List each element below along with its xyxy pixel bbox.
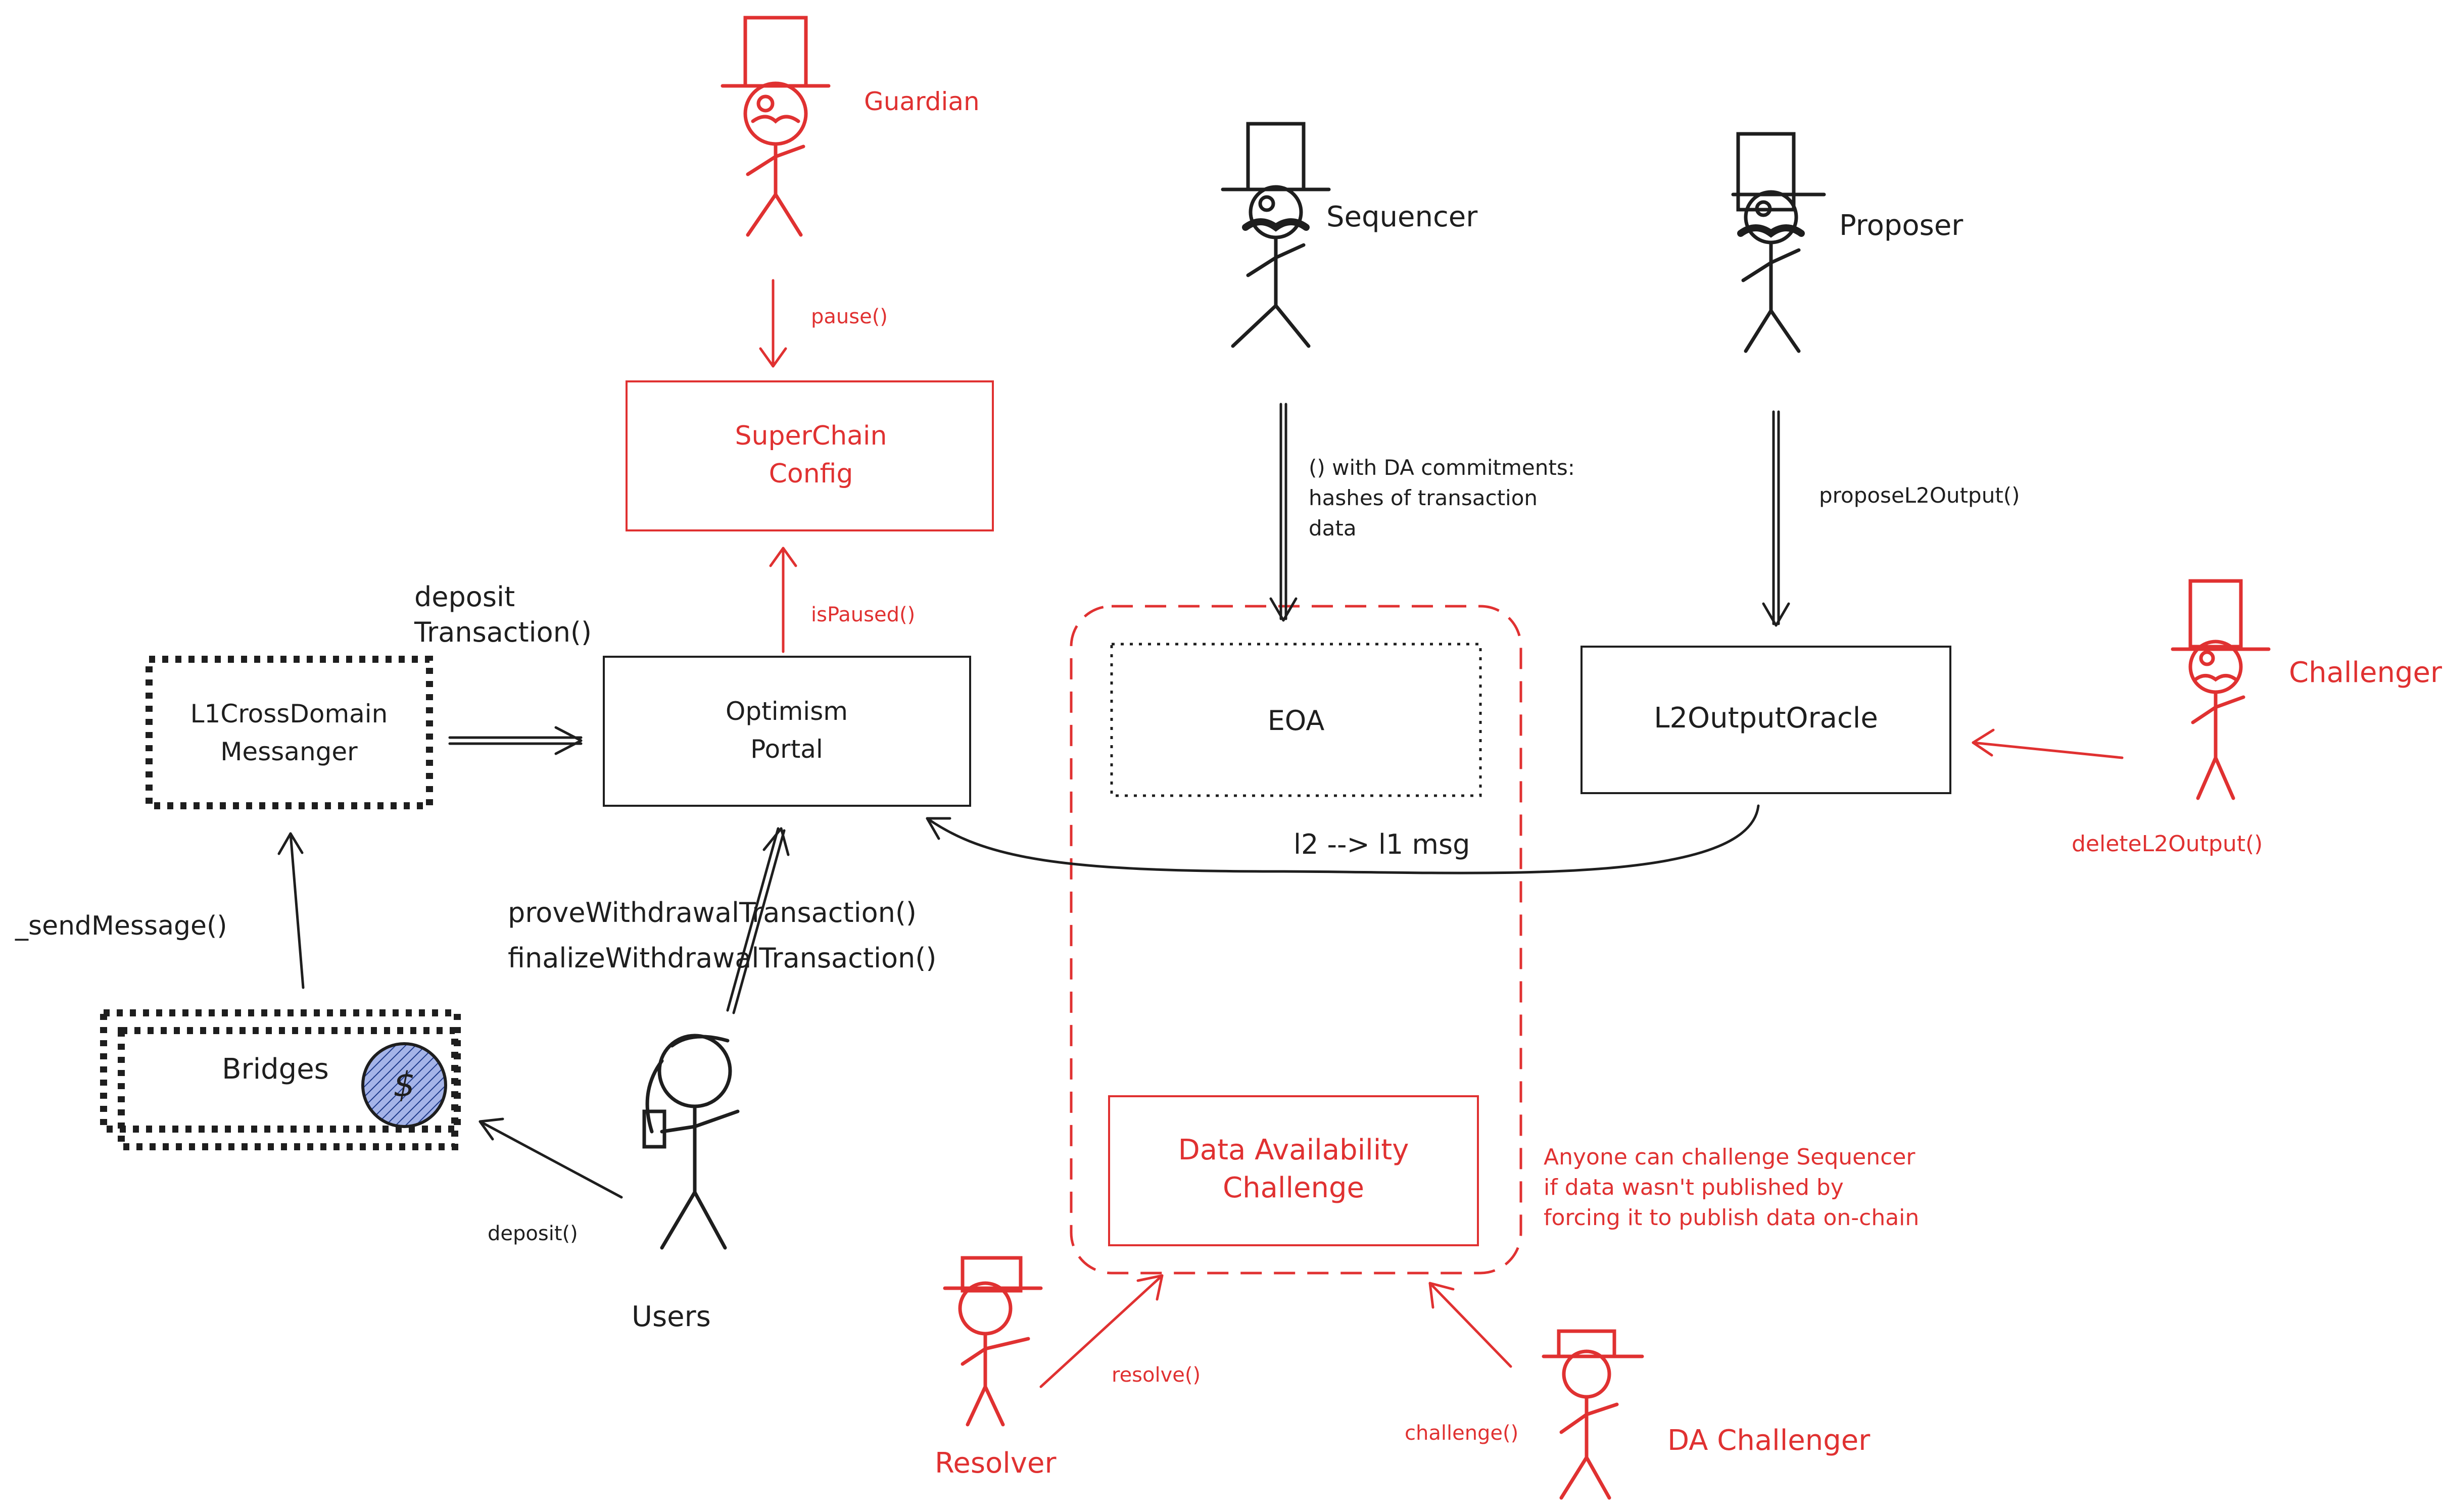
sequencer-commitments-arrow (1269, 403, 1298, 622)
da-note-line3: forcing it to publish data on-chain (1544, 1205, 1919, 1231)
is-paused-arrow (769, 547, 797, 653)
withdrawal-arrow (726, 827, 790, 1014)
sequencer-label: Sequencer (1326, 201, 1478, 233)
da-commitments-label-line2: hashes of transaction (1309, 485, 1538, 510)
l2-l1-msg-label: l2 --> l1 msg (1294, 828, 1470, 860)
eoa-box (1110, 643, 1482, 797)
proposer-figure (1731, 132, 1826, 353)
superchain-config-subtitle: Config (769, 459, 853, 489)
resolve-label: resolve() (1112, 1363, 1201, 1387)
finalize-withdrawal-label: finalizeWithdrawalTransaction() (508, 942, 936, 974)
l2-output-oracle-label: L2OutputOracle (1654, 702, 1878, 735)
guardian-label: Guardian (864, 87, 980, 116)
da-note-line2: if data wasn't published by (1544, 1175, 1844, 1200)
resolver-label: Resolver (935, 1447, 1057, 1480)
da-note-line1: Anyone can challenge Sequencer (1544, 1144, 1915, 1170)
deposit-arrow (478, 1117, 623, 1199)
bridges-label: Bridges (222, 1053, 329, 1086)
resolver-figure (943, 1256, 1043, 1427)
l1-cross-domain-subtitle: Messanger (220, 737, 358, 766)
challenge-label: challenge() (1405, 1422, 1518, 1445)
l2-l1-message-arrow (926, 804, 1760, 874)
pause-label: pause() (811, 305, 888, 328)
da-challenge-title: Data Availability (1178, 1134, 1409, 1166)
sequencer-figure (1221, 122, 1331, 348)
da-challenge-box (1108, 1095, 1479, 1246)
challenger-figure (2171, 579, 2271, 800)
l1-cross-domain-messenger-box (146, 656, 433, 809)
da-commitments-label-line1: () with DA commitments: (1309, 455, 1575, 480)
eoa-label: EOA (1268, 705, 1325, 737)
da-commitments-label-line3: data (1309, 516, 1357, 541)
send-message-arrow (277, 832, 305, 989)
coin-icon (361, 1042, 447, 1128)
coin-symbol: $ (393, 1065, 415, 1105)
guardian-figure (721, 16, 831, 237)
superchain-config-box (626, 380, 994, 531)
deposit-transaction-label-line1: deposit (414, 581, 515, 613)
prove-withdrawal-label: proveWithdrawalTransaction() (508, 897, 917, 929)
da-container (1070, 605, 1522, 1275)
optimism-portal-subtitle: Portal (750, 735, 823, 764)
bridges-box (118, 1027, 458, 1150)
propose-l2-output-label: proposeL2Output() (1819, 483, 2020, 508)
da-challenger-figure (1542, 1329, 1644, 1500)
challenger-label: Challenger (2289, 656, 2442, 689)
pause-arrow (759, 279, 787, 368)
deposit-label: deposit() (488, 1222, 578, 1245)
proposer-label: Proposer (1839, 209, 1963, 242)
propose-l2-output-arrow (1762, 410, 1790, 627)
users-figure (642, 1034, 740, 1250)
superchain-config-title: SuperChain (735, 421, 887, 451)
deposit-transaction-arrow (448, 726, 583, 755)
is-paused-label: isPaused() (811, 603, 915, 626)
challenge-arrow (1428, 1282, 1512, 1368)
delete-l2-output-label: deleteL2Output() (2072, 831, 2263, 857)
l1-cross-domain-title: L1CrossDomain (190, 699, 388, 728)
users-label: Users (632, 1300, 711, 1333)
da-challenge-subtitle: Challenge (1223, 1172, 1364, 1204)
da-challenger-label: DA Challenger (1667, 1424, 1871, 1457)
send-message-label: _sendMessage() (15, 911, 227, 941)
optimism-portal-box (603, 656, 971, 807)
optimism-portal-title: Optimism (726, 697, 848, 726)
deposit-transaction-label-line2: Transaction() (414, 616, 592, 648)
delete-l2-output-arrow (1972, 728, 2124, 759)
l2-output-oracle-box (1580, 646, 1951, 794)
resolve-arrow (1039, 1274, 1164, 1388)
